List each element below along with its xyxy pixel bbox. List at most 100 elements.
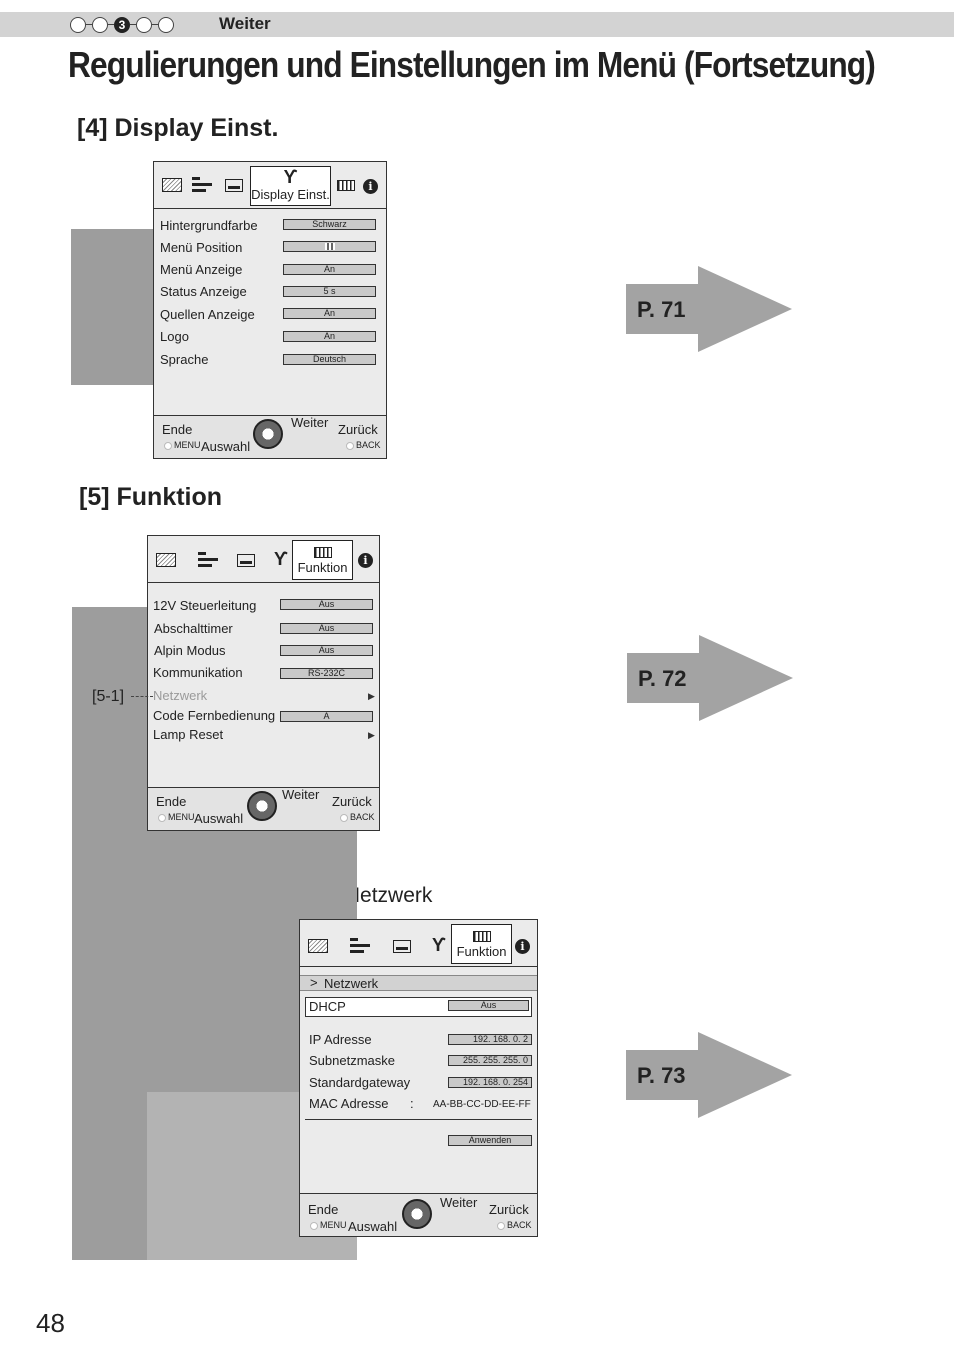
- menu-row-netzwerk[interactable]: Netzwerk: [153, 688, 208, 703]
- callout-label: [5-1]: [92, 688, 125, 705]
- menu-row-label[interactable]: Kommunikation: [153, 665, 243, 680]
- menu-row-label[interactable]: Menü Position: [160, 240, 243, 255]
- menu-row-value[interactable]: Schwarz: [283, 219, 376, 230]
- page-title: Regulierungen und Einstellungen im Menü …: [68, 44, 876, 85]
- function-icon[interactable]: [337, 180, 355, 191]
- screen-icon[interactable]: [393, 940, 411, 953]
- wrench-icon: ϒ: [283, 167, 298, 187]
- menu-row-label[interactable]: Hintergrundfarbe: [160, 218, 258, 233]
- menu-key[interactable]: MENU: [164, 440, 201, 450]
- ende-label: Ende: [308, 1202, 339, 1217]
- dhcp-value[interactable]: Aus: [448, 1000, 529, 1011]
- menu-row-label[interactable]: Abschalttimer: [154, 621, 233, 636]
- wrench-icon[interactable]: ϒ: [274, 549, 288, 569]
- back-key[interactable]: BACK: [497, 1220, 532, 1230]
- page-ref-72[interactable]: P. 72: [638, 666, 687, 691]
- function-icon: [472, 931, 491, 942]
- screen-icon[interactable]: [225, 179, 243, 192]
- page-ref-arrow-icon[interactable]: [626, 1032, 794, 1118]
- menu-row-label[interactable]: Lamp Reset: [153, 727, 224, 742]
- menu-row-value[interactable]: A: [280, 711, 373, 722]
- netzwerk-menu: ϒ Funktion i > Netzwerk DHCP Aus IP Adre…: [299, 919, 538, 1237]
- menu-row-label[interactable]: Menü Anzeige: [160, 262, 243, 277]
- info-icon[interactable]: i: [363, 179, 378, 194]
- auswahl-label: Auswahl: [348, 1219, 398, 1234]
- tab-funktion[interactable]: Funktion: [451, 924, 512, 964]
- page-ref-73[interactable]: P. 73: [637, 1063, 686, 1088]
- tab-label: Funktion: [456, 944, 507, 959]
- breadcrumb: > Netzwerk: [300, 975, 537, 991]
- zurueck-label: Zurück: [332, 794, 372, 809]
- page-ref-71[interactable]: P. 71: [637, 297, 686, 322]
- step-3: 3: [114, 16, 130, 33]
- gray-block: [71, 229, 154, 385]
- menu-row-value[interactable]: RS-232C: [280, 668, 373, 679]
- ende-label: Ende: [162, 422, 193, 437]
- menu-key[interactable]: MENU: [158, 812, 195, 822]
- menu-row-value[interactable]: An: [283, 264, 376, 275]
- dhcp-row[interactable]: DHCP Aus: [305, 997, 532, 1017]
- submenu-arrow-icon: ▶: [368, 730, 375, 740]
- step-indicator: 3: [70, 12, 174, 37]
- menu-row-value[interactable]: Aus: [280, 645, 373, 656]
- menu-row-label[interactable]: Code Fernbedienung: [153, 708, 276, 723]
- menu-row-value[interactable]: Deutsch: [283, 354, 376, 365]
- menu-row-label[interactable]: 12V Steuerleitung: [153, 598, 257, 613]
- ip-address-value[interactable]: 192. 168. 0. 2: [448, 1034, 532, 1045]
- back-key[interactable]: BACK: [346, 440, 381, 450]
- step-1: [70, 16, 86, 33]
- select-wheel-icon[interactable]: [402, 1199, 432, 1229]
- info-icon[interactable]: i: [515, 939, 530, 954]
- tab-display[interactable]: ϒ Display Einst.: [250, 166, 331, 206]
- chevron-right-icon: >: [310, 975, 318, 990]
- select-wheel-icon[interactable]: [247, 791, 277, 821]
- page-ref-arrow-icon[interactable]: [626, 266, 794, 352]
- menu-row-value[interactable]: An: [283, 331, 376, 342]
- picture-icon[interactable]: [308, 939, 328, 953]
- screen-icon[interactable]: [237, 554, 255, 567]
- gateway-value[interactable]: 192. 168. 0. 254: [448, 1077, 532, 1088]
- mac-value: AA-BB-CC-DD-EE-FF: [433, 1099, 531, 1110]
- back-key[interactable]: BACK: [340, 812, 375, 822]
- adjust-icon[interactable]: [192, 177, 212, 193]
- zurueck-label: Zurück: [338, 422, 378, 437]
- callout-line: [131, 696, 153, 697]
- menu-row-label: IP Adresse: [309, 1032, 372, 1047]
- wrench-icon[interactable]: ϒ: [432, 935, 446, 955]
- breadcrumb-label: Netzwerk: [324, 976, 379, 991]
- menu-key[interactable]: MENU: [310, 1220, 347, 1230]
- menu-row-label: Standardgateway: [309, 1075, 411, 1090]
- menu-row-label[interactable]: Alpin Modus: [154, 643, 226, 658]
- select-wheel-icon[interactable]: [253, 419, 283, 449]
- menu-row-value[interactable]: Aus: [280, 623, 373, 634]
- submenu-arrow-icon: ▶: [368, 691, 375, 701]
- apply-button[interactable]: Anwenden: [448, 1135, 532, 1146]
- picture-icon[interactable]: [156, 553, 176, 567]
- section-display: [4] Display Einst.: [77, 114, 279, 142]
- adjust-icon[interactable]: [198, 552, 218, 568]
- menu-row-label[interactable]: Logo: [160, 329, 189, 344]
- tab-funktion[interactable]: Funktion: [292, 540, 353, 580]
- function-icon: [313, 547, 332, 558]
- menu-position-value[interactable]: [283, 241, 376, 252]
- display-menu: ϒ Display Einst. i Hintergrundfarbe Schw…: [153, 161, 387, 459]
- step-4: [136, 16, 152, 33]
- tab-label: Funktion: [297, 560, 348, 575]
- step-2: [92, 16, 108, 33]
- menu-row-label[interactable]: Sprache: [160, 352, 209, 367]
- menu-row-label[interactable]: Status Anzeige: [160, 284, 247, 299]
- info-icon[interactable]: i: [358, 553, 373, 568]
- auswahl-label: Auswahl: [194, 811, 244, 826]
- page-ref-arrow-icon[interactable]: [627, 635, 795, 721]
- menu-row-value[interactable]: Aus: [280, 599, 373, 610]
- picture-icon[interactable]: [162, 178, 182, 192]
- menu-row-value[interactable]: An: [283, 308, 376, 319]
- zurueck-label: Zurück: [489, 1202, 529, 1217]
- menu-row-value[interactable]: 5 s: [283, 286, 376, 297]
- menu-row-label: Subnetzmaske: [309, 1053, 395, 1068]
- funktion-menu: ϒ Funktion i 12V Steuerleitung Aus Absch…: [147, 535, 380, 831]
- adjust-icon[interactable]: [350, 938, 370, 954]
- subnet-value[interactable]: 255. 255. 255. 0: [448, 1055, 532, 1066]
- auswahl-label: Auswahl: [201, 439, 251, 454]
- menu-row-label[interactable]: Quellen Anzeige: [160, 307, 255, 322]
